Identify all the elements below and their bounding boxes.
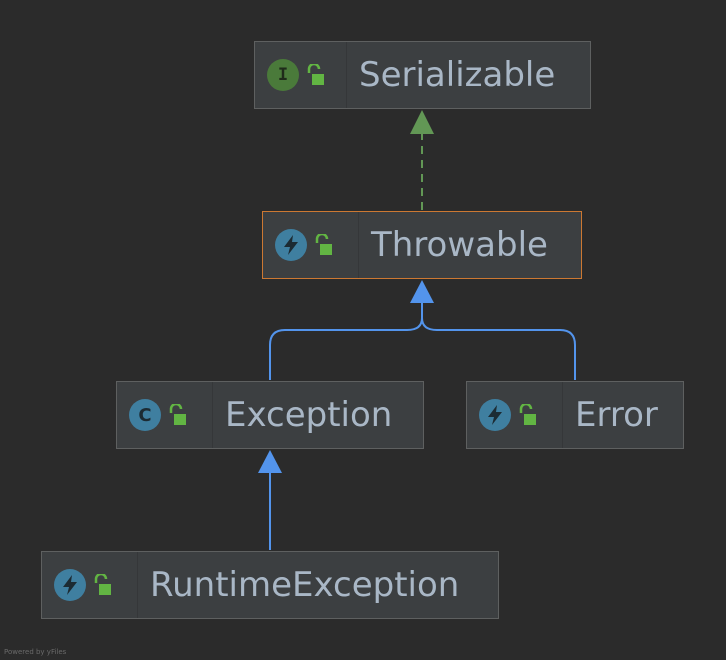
node-serializable[interactable]: I Serializable	[254, 41, 591, 109]
edge-error-extends-throwable	[421, 317, 576, 380]
node-label: RuntimeException	[150, 565, 460, 605]
powered-by-label: Powered by yFiles	[4, 648, 67, 656]
node-icons: C	[117, 382, 213, 448]
public-access-icon	[515, 399, 541, 431]
class-icon: C	[129, 399, 161, 431]
public-access-icon	[311, 229, 337, 261]
edge-runtimeexception-extends-exception	[258, 450, 282, 550]
exception-class-icon	[54, 569, 86, 601]
node-icons	[42, 552, 138, 618]
exception-class-icon	[275, 229, 307, 261]
node-label: Throwable	[371, 225, 548, 265]
edge-throwable-implements-serializable	[410, 110, 434, 210]
interface-icon: I	[267, 59, 299, 91]
public-access-icon	[90, 569, 116, 601]
public-access-icon	[303, 59, 329, 91]
public-access-icon	[165, 399, 191, 431]
node-icons	[467, 382, 563, 448]
node-icons: I	[255, 42, 347, 108]
node-runtime-exception[interactable]: RuntimeException	[41, 551, 499, 619]
node-label: Exception	[225, 395, 393, 435]
node-throwable[interactable]: Throwable	[262, 211, 582, 279]
arrowhead-throwable	[410, 280, 434, 303]
exception-class-icon	[479, 399, 511, 431]
node-label: Error	[575, 395, 658, 435]
node-error[interactable]: Error	[466, 381, 684, 449]
edge-exception-extends-throwable	[269, 302, 423, 380]
node-exception[interactable]: C Exception	[116, 381, 424, 449]
node-icons	[263, 212, 359, 278]
node-label: Serializable	[359, 55, 556, 95]
